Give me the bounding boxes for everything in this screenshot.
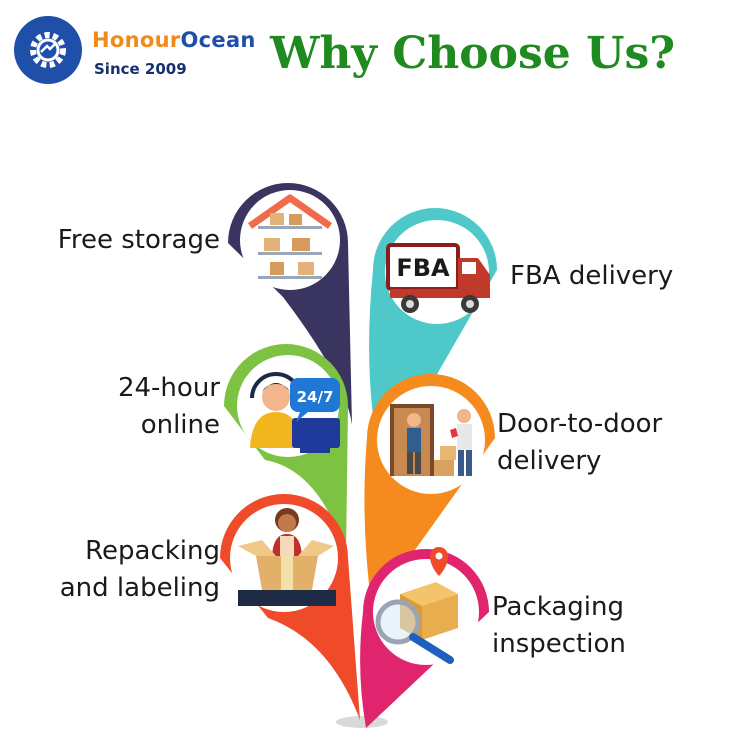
- brand-part-ocean: Ocean: [180, 28, 256, 52]
- pack-line-2: inspection: [492, 629, 626, 659]
- magnifier-box-icon: [375, 547, 458, 664]
- door-line-1: Door-to-door: [497, 409, 663, 439]
- label-24-hour-online: 24-hour online: [118, 370, 220, 444]
- logo-badge: [14, 16, 82, 84]
- pack-line-1: Packaging: [492, 592, 624, 622]
- repack-line-1: Repacking: [85, 536, 220, 566]
- door-delivery-icon: [390, 404, 472, 476]
- repacking-icon: [238, 508, 336, 606]
- label-fba-delivery: FBA delivery: [510, 258, 673, 295]
- gear-logo-icon: [30, 32, 66, 68]
- since-text: Since 2009: [94, 60, 187, 78]
- label-repacking: Repacking and labeling: [60, 533, 220, 607]
- label-packaging-inspection: Packaging inspection: [492, 589, 626, 663]
- label-door-to-door: Door-to-door delivery: [497, 406, 662, 480]
- fba-truck-label: FBA: [396, 254, 450, 282]
- page-title: Why Choose Us?: [270, 28, 676, 79]
- label-free-storage: Free storage: [58, 222, 220, 259]
- support-agent-icon: 24/7: [250, 372, 340, 453]
- fba-delivery-text: FBA delivery: [510, 261, 674, 291]
- warehouse-icon: [247, 194, 333, 279]
- fba-truck-icon: FBA: [386, 243, 490, 313]
- repack-line-2: and labeling: [59, 573, 220, 603]
- brand-name: HonourOcean: [92, 28, 256, 52]
- free-storage-text: Free storage: [57, 225, 220, 255]
- support-badge-label: 24/7: [297, 388, 334, 406]
- door-line-2: delivery: [497, 446, 602, 476]
- online-line-1: 24-hour: [117, 373, 220, 403]
- ground-shadow: [336, 716, 388, 728]
- online-line-2: online: [140, 410, 220, 440]
- brand-part-honour: Honour: [92, 28, 181, 52]
